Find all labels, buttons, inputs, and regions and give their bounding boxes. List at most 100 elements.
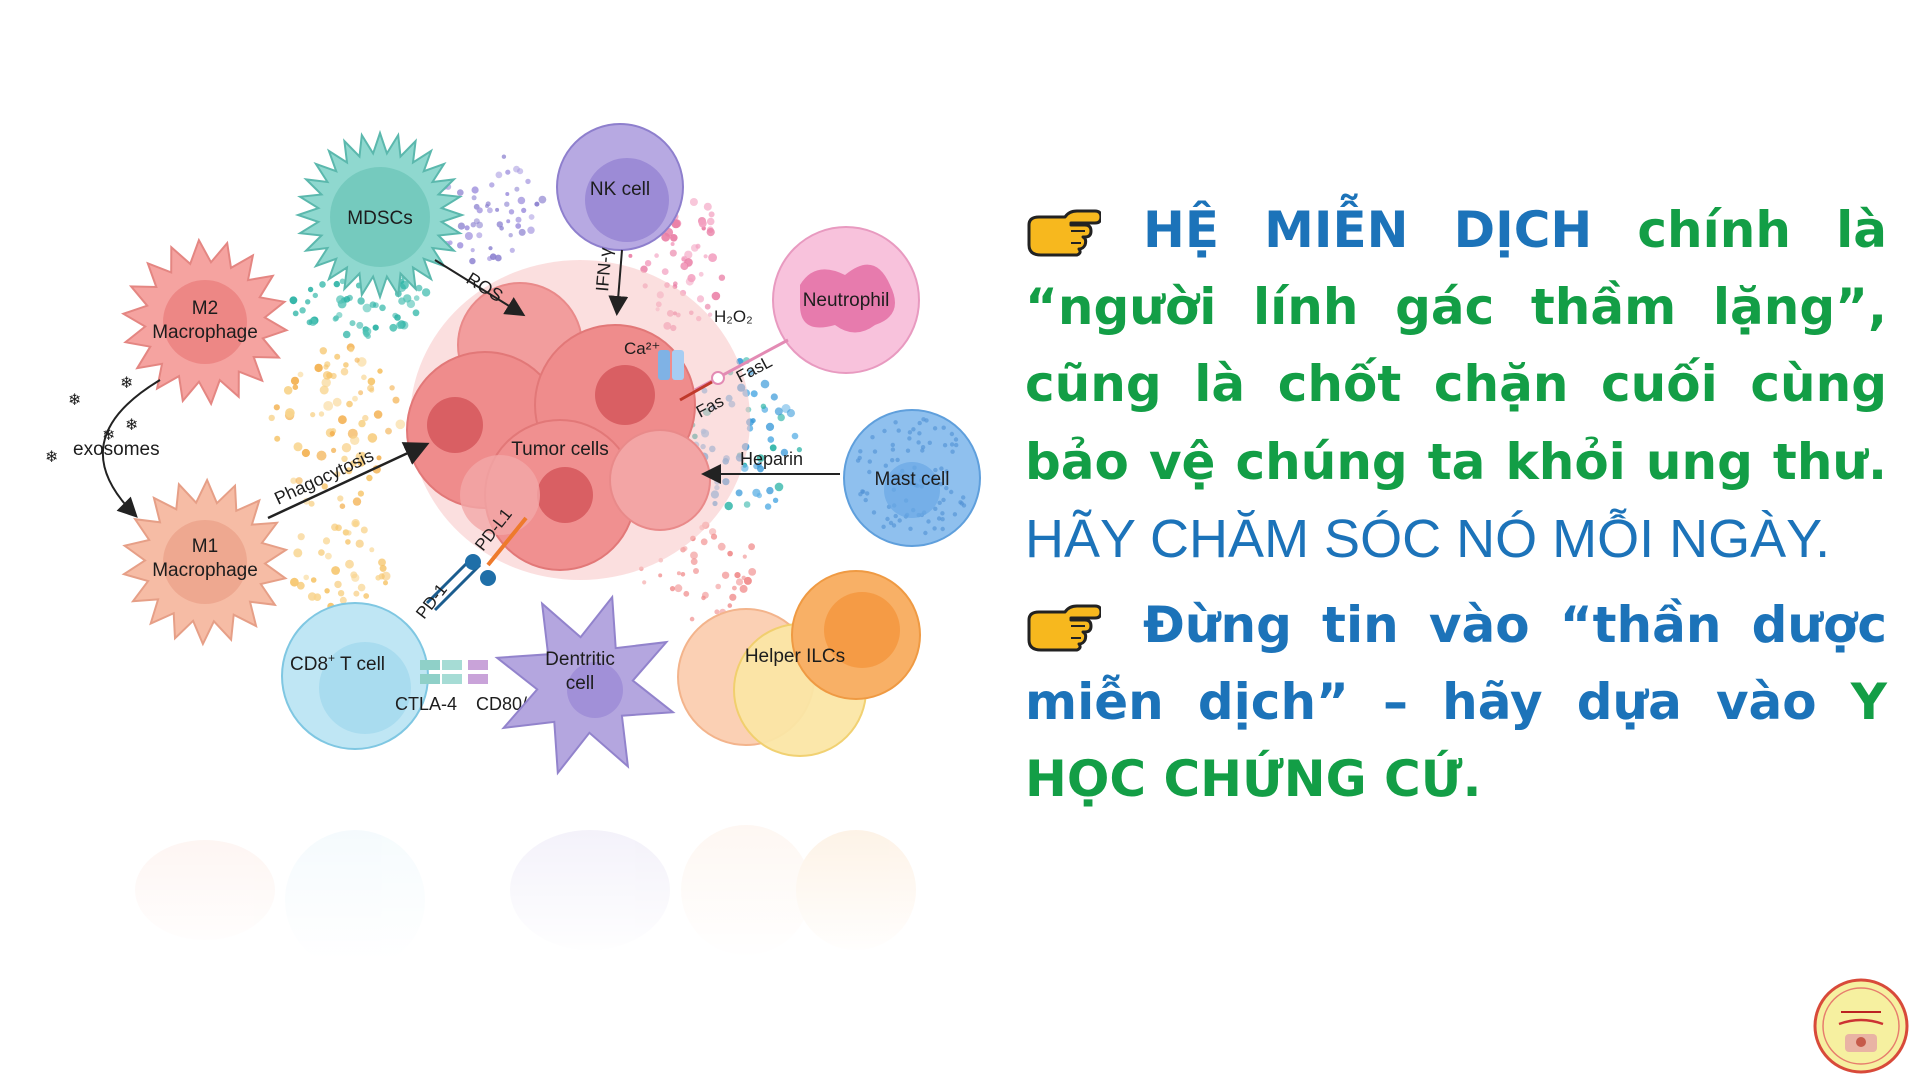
molecule-dot: [362, 414, 369, 422]
molecule-dot: [381, 571, 391, 581]
molecule-dot: [724, 501, 733, 511]
molecule-dot: [341, 455, 348, 462]
molecule-dot: [313, 593, 322, 601]
molecule-dot: [303, 574, 310, 581]
molecule-dot: [346, 400, 353, 408]
molecule-dot: [323, 364, 329, 370]
molecule-dot: [357, 583, 366, 592]
molecule-dot: [506, 219, 511, 224]
molecule-dot: [658, 573, 663, 578]
molecule-dot: [504, 201, 510, 207]
molecule-dot: [385, 427, 392, 435]
molecule-dot: [489, 182, 495, 188]
molecule-dot: [358, 390, 364, 396]
molecule-dot: [538, 195, 547, 204]
molecule-dot: [331, 523, 339, 531]
tumor-cells-label: Tumor cells: [511, 439, 608, 460]
molecule-dot: [690, 551, 698, 560]
molecule-dot: [769, 444, 777, 452]
molecule-dot: [377, 368, 383, 374]
molecule-dot: [457, 222, 465, 230]
molecule-dot: [703, 254, 708, 259]
molecule-dot: [528, 214, 535, 220]
m1-label-line1: M1: [192, 536, 218, 557]
molecule-dot: [331, 447, 337, 453]
molecule-dot: [698, 219, 707, 228]
molecule-dot: [321, 377, 331, 388]
molecule-dot: [396, 321, 404, 330]
molecule-dot: [471, 186, 479, 194]
molecule-dot: [367, 384, 375, 392]
care-daily-text: HÃY CHĂM SÓC NÓ MỖI NGÀY.: [1025, 509, 1831, 569]
svg-text:❄: ❄: [68, 392, 81, 409]
sentinel-text: chính là “người lính gác thầm lặng”, cũn…: [1025, 201, 1887, 491]
molecule-dot: [268, 414, 275, 422]
molecule-dot: [373, 410, 383, 419]
svg-text:❄: ❄: [45, 449, 58, 466]
molecule-dot: [293, 442, 303, 452]
molecule-dot: [714, 609, 720, 615]
molecule-dot: [514, 186, 520, 192]
molecule-dot: [702, 591, 709, 599]
molecule-dot: [351, 519, 360, 528]
molecule-dot: [307, 286, 314, 293]
molecule-dot: [297, 371, 304, 378]
molecule-dot: [640, 265, 648, 273]
molecule-dot: [488, 246, 493, 251]
neutrophil: Neutrophil H₂O₂: [714, 226, 920, 374]
molecule-dot: [471, 195, 477, 201]
svg-text:❄: ❄: [125, 417, 138, 434]
neutrophil-label: Neutrophil: [803, 290, 890, 311]
molecule-dot: [756, 454, 765, 462]
svg-text:CD8+ T cell: CD8+ T cell: [290, 651, 385, 675]
molecule-dot: [682, 263, 688, 268]
molecule-dot: [487, 207, 493, 214]
molecule-dot: [727, 603, 733, 608]
molecule-dot: [362, 303, 372, 313]
molecule-dot: [628, 253, 633, 258]
molecule-dot: [378, 558, 386, 567]
molecule-dot: [485, 204, 489, 208]
m2-macrophage: M2 Macrophage: [121, 237, 289, 407]
molecule-dot: [329, 431, 335, 437]
ctla4-cd80-checkpoint: CTLA-4 CD80/86: [395, 660, 547, 714]
mdscs-cell: MDSCs: [294, 129, 466, 301]
ca-label: Ca²⁺: [624, 339, 660, 358]
phagocytosis-signal: Phagocytosis: [267, 442, 430, 520]
molecule-dot: [711, 291, 721, 301]
molecule-dot: [285, 408, 295, 418]
molecule-dot: [406, 299, 416, 309]
molecule-dot: [760, 379, 770, 389]
molecule-dot: [729, 593, 737, 601]
molecule-dot: [767, 436, 775, 443]
molecule-dot: [345, 467, 353, 475]
pointing-hand-icon: [1027, 209, 1101, 257]
molecule-dot: [379, 304, 386, 312]
molecule-dot: [457, 189, 464, 196]
molecule-dot: [392, 396, 400, 404]
molecule-dot: [354, 357, 360, 363]
molecule-dot: [748, 568, 757, 576]
molecule-dot: [392, 312, 399, 319]
molecule-dot: [760, 403, 767, 409]
molecule-dot: [355, 452, 365, 462]
molecule-dot: [349, 320, 356, 327]
dendritic-label-line2: cell: [566, 673, 595, 694]
molecule-dot: [375, 575, 382, 581]
molecule-dot: [691, 244, 699, 252]
molecule-dot: [389, 323, 398, 332]
molecule-dot: [306, 319, 313, 326]
molecule-dot: [496, 221, 503, 228]
nk-cell: NK cell: [556, 123, 684, 251]
dendritic-cell: Dentritic cell: [494, 594, 676, 776]
molecule-dot: [796, 447, 803, 453]
molecule-dot: [292, 384, 299, 391]
molecule-dot: [476, 207, 483, 214]
molecule-dot: [470, 248, 475, 253]
molecule-dot: [319, 385, 329, 395]
molecule-dot: [642, 580, 647, 585]
helper-ilcs: Helper ILCs: [677, 570, 921, 757]
molecule-dot: [373, 302, 379, 309]
cd8-label-main: CD8: [290, 654, 328, 675]
molecule-dot: [476, 221, 483, 229]
